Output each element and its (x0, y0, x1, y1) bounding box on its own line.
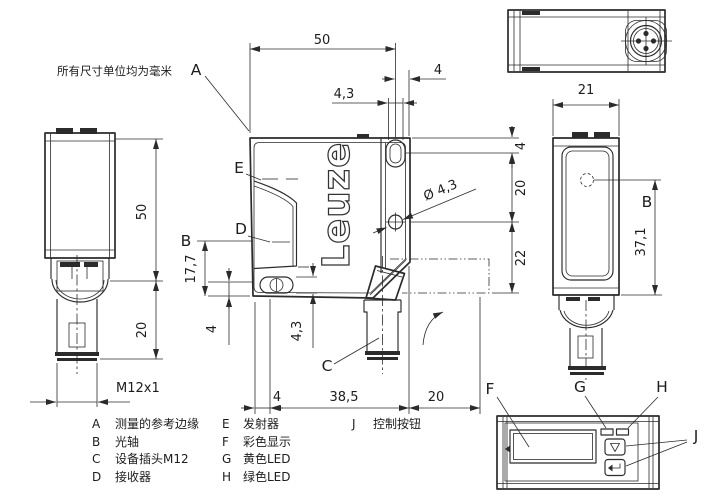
mounting-tab (594, 132, 610, 138)
label-yellow-led: G (574, 378, 586, 396)
label-receiver: D (235, 220, 247, 238)
legend: A 测量的参考边缘 B 光轴 C 设备插头M12 D 接收器 E 发射器 F 彩… (92, 416, 421, 484)
dim-end-width: 21 (578, 83, 595, 98)
hidden-connector-outline (390, 258, 490, 294)
left-side-view (44, 128, 116, 374)
down-button (604, 438, 626, 456)
left-view-dimensions: 50 20 M12x1 (30, 138, 163, 407)
label-transmitter: E (234, 159, 244, 177)
connector-boot (365, 265, 406, 301)
mounting-tab (572, 132, 588, 138)
dim-right-top: 4 (514, 142, 529, 150)
front-view-dimensions: 50 4 4,3 4 20 22 Ø 4,3 B 17,7 (181, 33, 529, 414)
dim-thread: M12x1 (116, 381, 160, 396)
right-view-dimensions: 21 B 37,1 (552, 83, 662, 296)
legend-text: 发射器 (243, 416, 279, 431)
sensor-body-side (552, 137, 620, 296)
top-view (507, 9, 672, 73)
dim-right-bottom: 22 (514, 250, 529, 267)
display-marker-icon (505, 445, 510, 453)
rotate-arrow-icon (422, 311, 444, 346)
mounting-tab (80, 128, 97, 134)
legend-key: J (351, 417, 356, 431)
front-view: Leuze (249, 134, 490, 374)
connector-pin (643, 45, 649, 52)
dim-bottom-c: 20 (428, 390, 445, 405)
yellow-led (600, 428, 614, 436)
connector-pin (635, 38, 642, 44)
down-triangle-icon (609, 443, 621, 453)
dim-front-width: 50 (314, 33, 331, 48)
enter-button (604, 458, 626, 477)
legend-text: 黄色LED (243, 452, 291, 466)
fixing-slot (259, 276, 294, 294)
sensor-body-rear (496, 415, 660, 490)
label-plug: C (322, 357, 333, 375)
legend-key: H (222, 470, 231, 484)
dim-bottom-a: 4 (273, 390, 281, 405)
rear-view: F G H J (486, 378, 699, 490)
legend-text: 光轴 (115, 434, 139, 449)
right-side-view (552, 132, 661, 380)
dim-end-axis-height: 37,1 (634, 228, 649, 257)
optics-cover (253, 180, 298, 270)
dim-slot-width: 4,3 (334, 87, 355, 102)
legend-key: E (222, 417, 230, 431)
m12-connector-icon (621, 17, 672, 65)
legend-key: C (92, 452, 100, 466)
label-optical-axis: B (642, 193, 653, 211)
plug-thread (365, 351, 400, 355)
mounting-tab (56, 128, 73, 134)
legend-key: A (92, 417, 101, 431)
dim-right-mid: 20 (514, 180, 529, 197)
dim-edge-gap: 4 (205, 325, 220, 333)
sensor-body-front (249, 137, 411, 299)
callout-labels: A E D C (191, 61, 380, 375)
brand-logo: Leuze (315, 142, 358, 269)
legend-key: D (92, 470, 101, 484)
label-reference-edge: A (191, 61, 202, 79)
green-led (615, 428, 630, 436)
sensor-body-side (44, 132, 116, 259)
enter-arrow-icon (608, 464, 613, 472)
legend-key: F (222, 435, 229, 449)
clamp-dome (559, 309, 614, 329)
legend-text: 彩色显示 (243, 435, 291, 449)
connector-pin (643, 30, 649, 37)
dim-hole-dia: Ø 4,3 (422, 177, 460, 204)
label-optical-axis: B (181, 232, 192, 250)
clamp-dome (51, 278, 109, 303)
dim-plug-length: 20 (135, 322, 150, 339)
label-display: F (486, 380, 495, 398)
dim-flange-offset: 4 (434, 63, 442, 78)
dim-axis-height: 17,7 (184, 255, 199, 284)
legend-text: 绿色LED (243, 469, 291, 484)
units-note: 所有尺寸单位均为毫米 (57, 64, 172, 78)
color-display (509, 429, 597, 464)
legend-key: G (222, 452, 231, 466)
optics-window (561, 146, 614, 281)
plug-thread (568, 366, 606, 370)
optical-axis-mark (580, 173, 594, 187)
label-control-buttons: J (693, 427, 699, 445)
legend-text: 测量的参考边缘 (115, 416, 199, 431)
legend-key: B (92, 435, 100, 449)
dim-bottom-b: 38,5 (330, 390, 359, 405)
legend-text: 设备插头M12 (115, 452, 189, 466)
legend-text: 接收器 (115, 469, 151, 484)
label-green-led: H (656, 378, 668, 396)
dim-slot-height: 4,3 (290, 321, 305, 342)
legend-text: 控制按钮 (373, 416, 421, 431)
connector-pin (650, 38, 657, 44)
mounting-slot (385, 139, 406, 168)
dim-side-height: 50 (135, 204, 150, 221)
